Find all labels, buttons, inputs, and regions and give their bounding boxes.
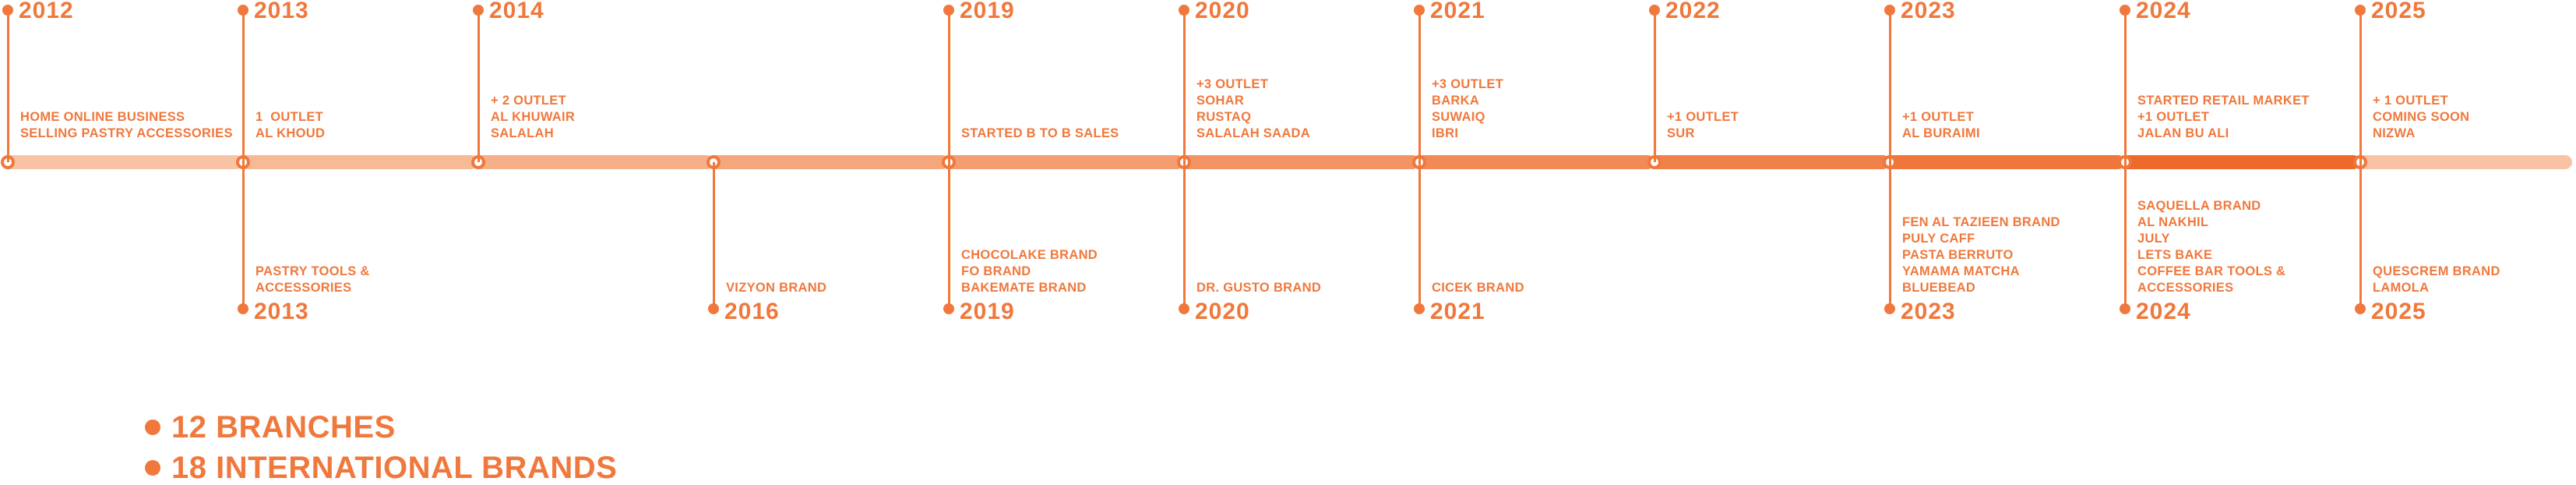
milestone-year-below: 2013 xyxy=(254,299,309,324)
milestone-events-above: HOME ONLINE BUSINESS SELLING PASTRY ACCE… xyxy=(20,110,233,140)
milestone-events-above: + 2 OUTLET AL KHUWAIR SALALAH xyxy=(491,94,576,140)
timeline-bar-segment xyxy=(1650,155,1890,169)
milestone-events-above: +3 OUTLET SOHAR RUSTAQ SALALAH SAADA xyxy=(1196,77,1310,140)
milestone-events-above: +1 OUTLET AL BURAIMI xyxy=(1902,110,1980,140)
milestone-events-above: STARTED RETAIL MARKET +1 OUTLET JALAN BU… xyxy=(2137,94,2310,140)
stat-bullet-icon xyxy=(145,420,160,435)
timeline-stem-up xyxy=(2124,11,2127,162)
timeline-stem-up xyxy=(1418,11,1421,162)
timeline-year-dot xyxy=(1884,303,1895,314)
timeline-bar-segment xyxy=(709,155,949,169)
timeline-bar-segment xyxy=(3,155,243,169)
timeline-bar-segment xyxy=(1885,155,2125,169)
milestone-year-below: 2020 xyxy=(1195,299,1250,324)
milestone-year: 2020 xyxy=(1195,0,1250,23)
milestone-events-below: PASTRY TOOLS & ACCESSORIES xyxy=(255,264,370,295)
milestone-year: 2021 xyxy=(1430,0,1485,23)
milestone-year: 2023 xyxy=(1901,0,1956,23)
timeline-bar-segment xyxy=(2356,155,2572,169)
timeline-year-dot xyxy=(2,5,13,16)
milestone-events-above: STARTED B TO B SALES xyxy=(961,126,1119,140)
milestone-events-below: QUESCREM BRAND LAMOLA xyxy=(2373,264,2500,295)
milestone-events-above: + 1 OUTLET COMING SOON NIZWA xyxy=(2373,94,2470,140)
timeline-bar-segment xyxy=(238,155,478,169)
timeline-stem-down xyxy=(713,162,715,309)
timeline-stem-up xyxy=(948,11,950,162)
timeline-year-dot xyxy=(1884,5,1895,16)
milestone-events-below: FEN AL TAZIEEN BRAND PULY CAFF PASTA BER… xyxy=(1902,215,2060,295)
timeline-bar-segment xyxy=(1179,155,1419,169)
milestone-year: 2012 xyxy=(19,0,74,23)
timeline-bar-segment xyxy=(944,155,1184,169)
timeline-year-dot xyxy=(238,303,248,314)
timeline-year-dot xyxy=(1414,5,1425,16)
milestone-year: 2025 xyxy=(2371,0,2426,23)
timeline-year-dot xyxy=(1179,5,1189,16)
timeline-stem-up xyxy=(7,11,9,162)
timeline-year-dot xyxy=(943,5,954,16)
stat-branches: 12 BRANCHES xyxy=(171,410,396,444)
timeline-stem-down xyxy=(1418,162,1421,309)
timeline-stem-down xyxy=(242,162,245,309)
milestone-year-below: 2021 xyxy=(1430,299,1485,324)
milestone-events-below: DR. GUSTO BRAND xyxy=(1196,281,1322,295)
timeline-bar-segment xyxy=(2120,155,2360,169)
milestone-year: 2013 xyxy=(254,0,309,23)
milestone-year: 2022 xyxy=(1665,0,1721,23)
timeline-stem-down xyxy=(2124,162,2127,309)
timeline-year-dot xyxy=(1414,303,1425,314)
timeline-year-dot xyxy=(473,5,484,16)
milestone-events-above: 1 OUTLET AL KHOUD xyxy=(255,110,326,140)
timeline-stem-up xyxy=(1654,11,1656,162)
timeline-year-dot xyxy=(708,303,719,314)
timeline-year-dot xyxy=(943,303,954,314)
timeline-year-dot xyxy=(238,5,248,16)
timeline-year-dot xyxy=(1179,303,1189,314)
timeline-stem-down xyxy=(2359,162,2362,309)
timeline-year-dot xyxy=(2355,303,2366,314)
timeline-stem-down xyxy=(948,162,950,309)
milestone-year-below: 2025 xyxy=(2371,299,2426,324)
milestone-year-below: 2024 xyxy=(2136,299,2191,324)
timeline-year-dot xyxy=(2120,5,2130,16)
milestone-year-below: 2019 xyxy=(960,299,1015,324)
timeline-year-dot xyxy=(1649,5,1660,16)
milestone-events-below: VIZYON BRAND xyxy=(726,281,827,295)
timeline-year-dot xyxy=(2120,303,2130,314)
stat-bullet-icon xyxy=(145,460,160,476)
timeline-stem-up xyxy=(1183,11,1186,162)
stat-international-brands: 18 INTERNATIONAL BRANDS xyxy=(171,451,618,485)
timeline-stem-down xyxy=(1183,162,1186,309)
timeline-stem-up xyxy=(1889,11,1891,162)
milestone-year-below: 2023 xyxy=(1901,299,1956,324)
milestone-year: 2019 xyxy=(960,0,1015,23)
milestone-events-below: CHOCOLAKE BRAND FO BRAND BAKEMATE BRAND xyxy=(961,248,1098,295)
timeline-year-dot xyxy=(2355,5,2366,16)
milestone-events-above: +1 OUTLET SUR xyxy=(1667,110,1739,140)
milestone-events-above: +3 OUTLET BARKA SUWAIQ IBRI xyxy=(1432,77,1504,140)
milestone-events-below: SAQUELLA BRAND AL NAKHIL JULY LETS BAKE … xyxy=(2137,199,2286,295)
milestone-events-below: CICEK BRAND xyxy=(1432,281,1524,295)
timeline-stem-up xyxy=(2359,11,2362,162)
milestone-year: 2014 xyxy=(489,0,544,23)
timeline-stem-up xyxy=(242,11,245,162)
timeline-bar-segment xyxy=(1415,155,1654,169)
milestone-year: 2024 xyxy=(2136,0,2191,23)
timeline-bar-segment xyxy=(474,155,714,169)
timeline-stem-down xyxy=(1889,162,1891,309)
timeline-stem-up xyxy=(477,11,480,162)
milestone-year-below: 2016 xyxy=(724,299,780,324)
